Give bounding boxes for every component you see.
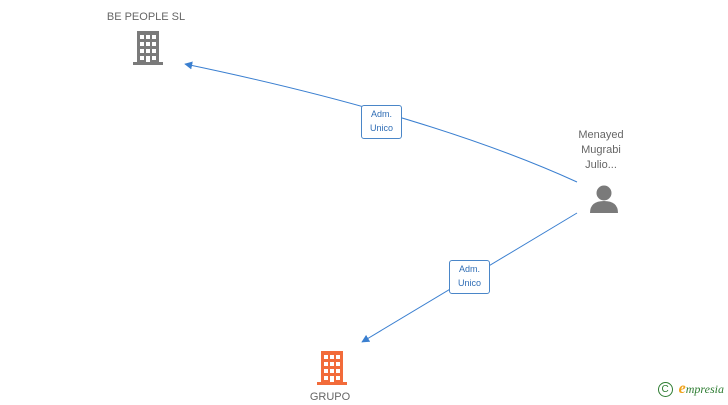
empresia-watermark: C empresia — [657, 380, 724, 398]
node-label-person: Menayed Mugrabi Julio... — [578, 129, 624, 171]
edge-label-adm-unico: Adm. Unico — [361, 105, 402, 139]
edge-label-adm-unico: Adm. Unico — [449, 260, 490, 294]
brand-name: empresia — [678, 380, 724, 397]
node-label-grupo: GRUPO — [309, 391, 351, 403]
copyright-icon: C — [657, 381, 673, 397]
building-icon[interactable] — [133, 31, 163, 65]
building-icon[interactable] — [317, 351, 347, 385]
node-label-be-people: BE PEOPLE SL — [106, 11, 186, 23]
person-icon[interactable] — [589, 184, 619, 214]
edge-person-to-be-people — [184, 61, 578, 183]
